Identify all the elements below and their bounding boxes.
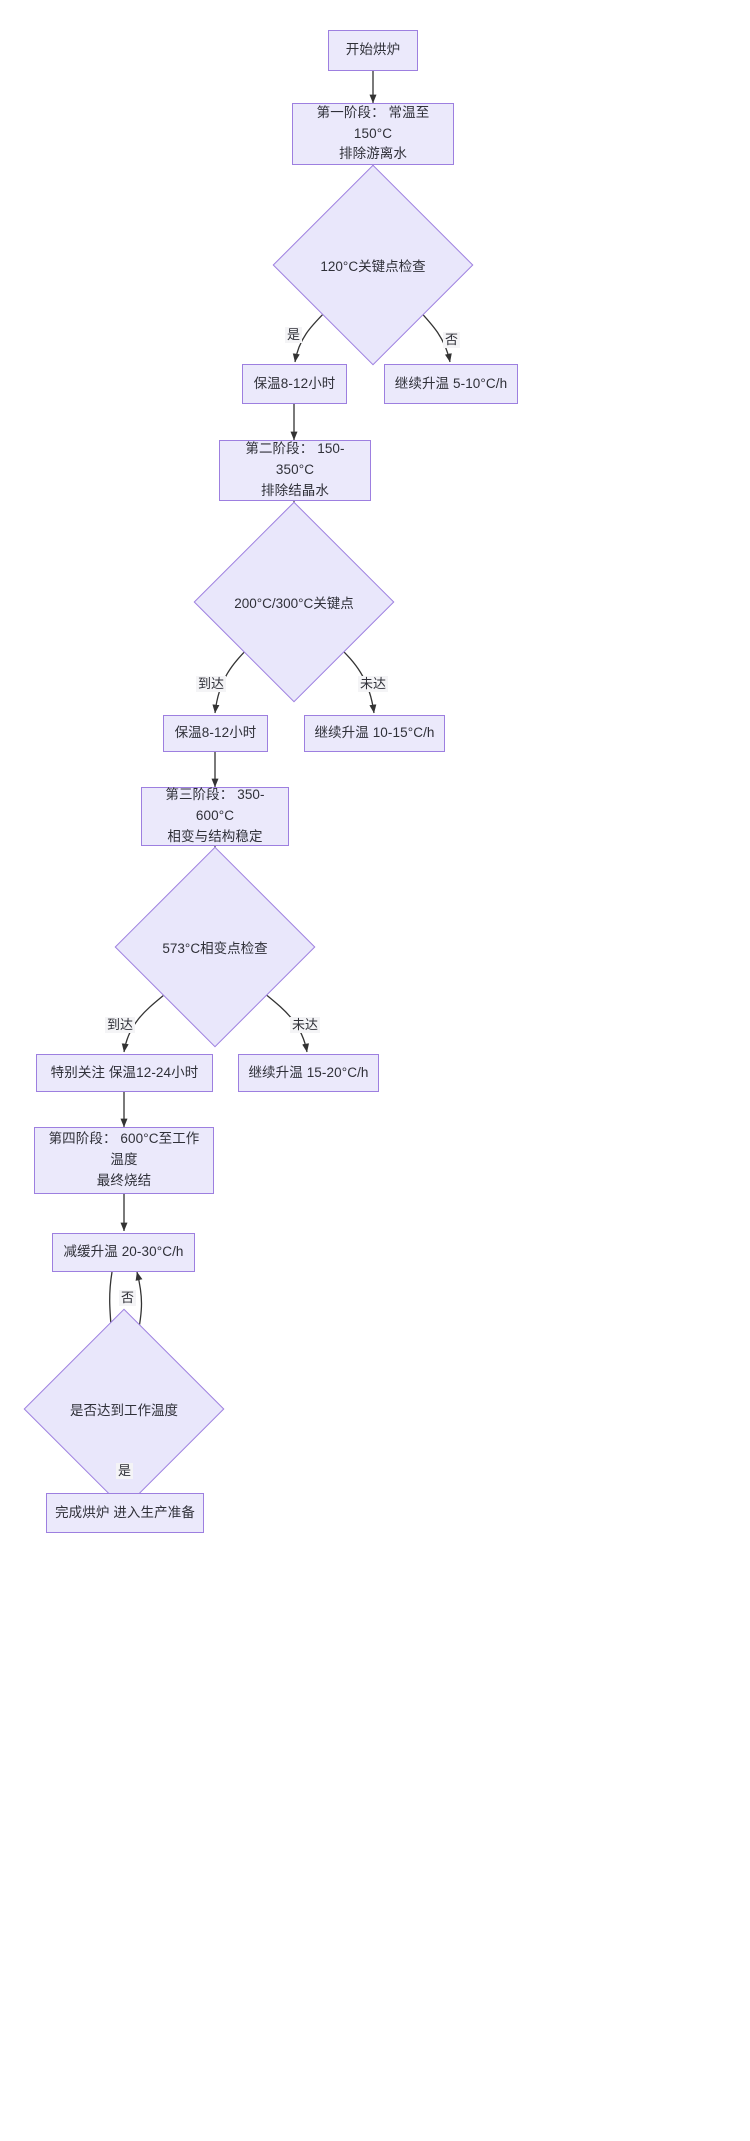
edge-label-check3-yes: 到达 <box>105 1017 136 1033</box>
edge-label-check2-no: 未达 <box>358 676 389 692</box>
edge-label-check2-yes: 到达 <box>196 676 227 692</box>
node-hold2[interactable]: 保温8-12小时 <box>163 715 268 752</box>
edge-label-check4-yes: 是 <box>116 1463 134 1479</box>
node-hold1-label: 保温8-12小时 <box>253 375 336 391</box>
node-phase1-label: 第一阶段： 常温至150°C 排除游离水 <box>316 104 430 162</box>
node-slow-label: 减缓升温 20-30°C/h <box>63 1244 184 1260</box>
edge-label-check1-yes: 是 <box>285 327 303 343</box>
edge-label-check3-no: 未达 <box>290 1017 321 1033</box>
node-ramp2-label: 继续升温 10-15°C/h <box>314 725 435 741</box>
node-phase2[interactable]: 第二阶段： 150-350°C 排除结晶水 <box>219 440 371 501</box>
edge-label-check1-no: 否 <box>443 332 461 348</box>
node-phase2-label: 第二阶段： 150-350°C 排除结晶水 <box>245 441 345 498</box>
node-check1-label: 120°C关键点检查 <box>320 259 426 274</box>
node-phase1[interactable]: 第一阶段： 常温至150°C 排除游离水 <box>292 103 454 165</box>
node-done[interactable]: 完成烘炉 进入生产准备 <box>46 1493 204 1533</box>
node-check4-label: 是否达到工作温度 <box>70 1403 178 1418</box>
node-phase3-label: 第三阶段： 350-600°C 相变与结构稳定 <box>165 787 265 844</box>
node-check3-label: 573°C相变点检查 <box>162 941 268 956</box>
node-check2[interactable]: 200°C/300°C关键点 <box>193 501 395 703</box>
node-hold3[interactable]: 特别关注 保温12-24小时 <box>36 1054 213 1092</box>
node-phase3[interactable]: 第三阶段： 350-600°C 相变与结构稳定 <box>141 787 289 846</box>
node-ramp2[interactable]: 继续升温 10-15°C/h <box>304 715 445 752</box>
node-ramp3-label: 继续升温 15-20°C/h <box>248 1064 369 1080</box>
node-start-label: 开始烘炉 <box>345 42 401 58</box>
node-hold3-label: 特别关注 保温12-24小时 <box>50 1064 199 1080</box>
node-start[interactable]: 开始烘炉 <box>328 30 418 71</box>
node-slow[interactable]: 减缓升温 20-30°C/h <box>52 1233 195 1272</box>
node-phase4[interactable]: 第四阶段： 600°C至工作温度 最终烧结 <box>34 1127 214 1194</box>
node-done-label: 完成烘炉 进入生产准备 <box>55 1504 195 1520</box>
node-hold1[interactable]: 保温8-12小时 <box>242 364 347 404</box>
node-phase4-label: 第四阶段： 600°C至工作温度 最终烧结 <box>48 1131 200 1188</box>
node-hold2-label: 保温8-12小时 <box>174 725 257 741</box>
node-ramp1[interactable]: 继续升温 5-10°C/h <box>384 364 518 404</box>
node-check3[interactable]: 573°C相变点检查 <box>114 846 316 1048</box>
node-check1[interactable]: 120°C关键点检查 <box>272 164 474 366</box>
node-check4[interactable]: 是否达到工作温度 <box>23 1308 225 1510</box>
node-ramp1-label: 继续升温 5-10°C/h <box>394 375 508 391</box>
node-check2-label: 200°C/300°C关键点 <box>234 596 354 611</box>
edge-label-check4-no: 否 <box>119 1290 137 1306</box>
node-ramp3[interactable]: 继续升温 15-20°C/h <box>238 1054 379 1092</box>
